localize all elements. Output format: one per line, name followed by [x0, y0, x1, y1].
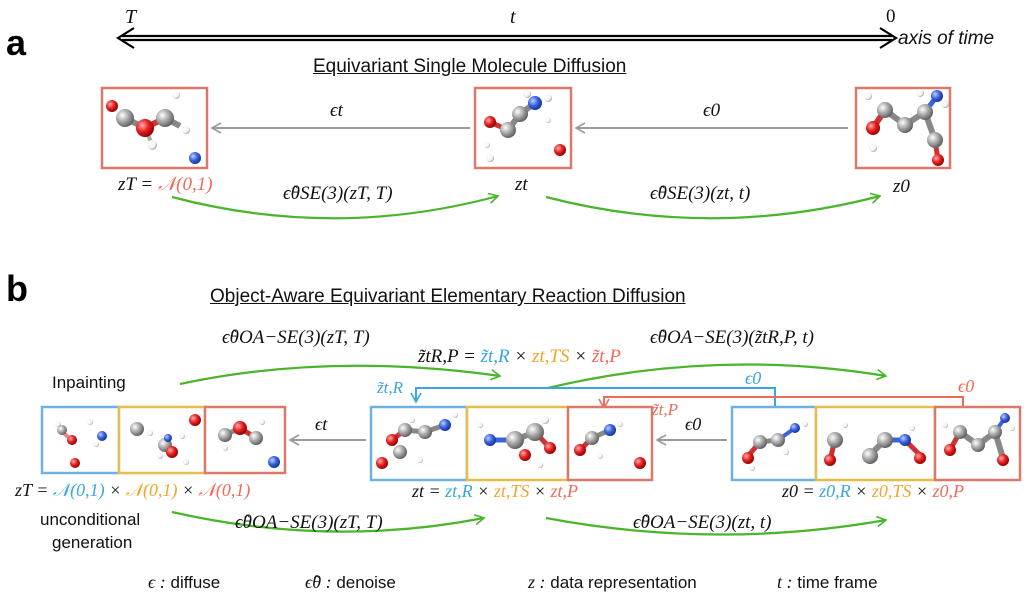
frame-a-zT: [100, 86, 209, 170]
molecule-b-zT-R: [55, 419, 107, 468]
denoise-arrow-b-top-2: [547, 363, 888, 390]
ztilde-TS: zt,TS: [531, 346, 570, 367]
z0-label-a: z0: [893, 176, 910, 197]
denoise-label-b-bot-1: ϵ̂θOA−SE(3)(zT, T): [235, 512, 383, 533]
times-8: ×: [915, 481, 928, 501]
times-5: ×: [477, 481, 490, 501]
eps0-gray-label-b: ϵ0: [685, 414, 702, 434]
legend-t-text: time frame: [797, 573, 878, 592]
ztilde-P-marker: z̃t,P: [652, 400, 678, 419]
molecule-b-zt-TS: [477, 416, 556, 468]
zT-N3: 𝒩(0,1): [198, 480, 251, 500]
eps0-blue-label: ϵ0: [745, 368, 762, 388]
legend-hat-text: denoise: [336, 573, 396, 592]
denoise-label-a-2: ϵ̂θSE(3)(zt, t): [650, 183, 751, 204]
zT-N2: 𝒩(0,1): [125, 480, 178, 500]
legend-time: t : time frame: [777, 572, 878, 593]
ztilde-R: z̃t,R: [480, 346, 510, 367]
legend-z-symbol: z :: [528, 572, 546, 592]
times-7: ×: [855, 481, 868, 501]
denoise-arrow-b-bot-2: [545, 515, 888, 536]
z0-R: z0,R: [819, 481, 851, 501]
panel-a-title: Equivariant Single Molecule Diffusion: [313, 56, 627, 77]
time-axis-arrow: [115, 27, 899, 49]
legend-t-symbol: t :: [777, 572, 793, 592]
panel-b-title: Object-Aware Equivariant Elementary Reac…: [210, 286, 686, 307]
zt-equation-b: zt = zt,R × zt,TS × zt,P: [412, 481, 578, 502]
denoise-arrow-b-bot-1: [171, 510, 486, 533]
inpaint-arrow-red: [598, 396, 964, 410]
denoise-arrow-a-2: [545, 192, 882, 220]
times-3: ×: [109, 480, 122, 500]
frame-b-zT-R: [40, 405, 121, 475]
molecule-b-z0-R: [742, 421, 808, 471]
z0-P: z0,P: [932, 481, 964, 501]
ztilde-equation: z̃tR,P = z̃t,R × zt,TS × z̃t,P: [418, 346, 621, 368]
denoise-label-a-1: ϵ̂θSE(3)(zT, T): [283, 183, 393, 204]
molecule-b-zt-R: [376, 412, 458, 469]
unconditional-label: unconditional: [40, 510, 141, 529]
zT-equation-b: zT = 𝒩(0,1) × 𝒩(0,1) × 𝒩(0,1): [15, 480, 250, 501]
time-label-t: t: [510, 6, 516, 28]
times-1: ×: [514, 346, 528, 367]
legend-eps-text: diffuse: [170, 573, 221, 592]
molecule-a-zt: [484, 90, 566, 162]
legend-eps-symbol: ϵ :: [148, 572, 166, 592]
z0-TS: z0,TS: [871, 481, 912, 501]
z0-equation-b: z0 = z0,R × z0,TS × z0,P: [782, 481, 964, 502]
inpainting-label: Inpainting: [52, 373, 126, 392]
zt-R: zt,R: [445, 481, 473, 501]
molecule-a-z0: [864, 89, 949, 166]
frame-b-zt-P: [566, 405, 654, 482]
time-label-T: T: [125, 6, 137, 28]
zT-N1: 𝒩(0,1): [52, 480, 105, 500]
panel-letter-a: a: [6, 22, 27, 63]
denoise-arrow-b-top-1: [179, 364, 502, 386]
molecule-b-zT-TS: [130, 414, 201, 465]
z0-prefix-b: z0 =: [782, 481, 820, 501]
times-4: ×: [181, 480, 195, 500]
molecule-b-z0-P: [942, 413, 1015, 466]
zT-label-a: zT = 𝒩(0,1): [118, 174, 213, 196]
times-2: ×: [574, 346, 588, 367]
zt-label-a: zt: [515, 174, 528, 195]
legend-hat-symbol: ϵ̂θ :: [305, 572, 332, 592]
time-label-0: 0: [886, 6, 896, 27]
denoise-label-b-top-2: ϵ̂θOA−SE(3)(z̃tR,P, t): [650, 327, 815, 348]
molecule-b-zT-P: [218, 419, 280, 468]
zt-TS: zt,TS: [493, 481, 530, 501]
ztilde-eq-prefix: z̃tR,P =: [418, 346, 476, 367]
panel-letter-b: b: [6, 268, 28, 309]
frame-b-zt-R: [369, 405, 469, 482]
legend-diffuse: ϵ : diffuse: [148, 572, 220, 593]
zt-prefix-b: zt =: [412, 481, 446, 501]
molecule-b-zt-P: [574, 421, 646, 469]
molecule-b-z0-TS: [824, 422, 926, 466]
zT-prefix-a: zT =: [118, 174, 158, 195]
denoise-label-b-bot-2: ϵ̂θOA−SE(3)(zt, t): [633, 512, 772, 533]
legend-denoise: ϵ̂θ : denoise: [305, 572, 396, 593]
axis-of-time-label: axis of time: [898, 28, 995, 49]
ztilde-R-marker: z̃t,R: [377, 378, 403, 397]
eps-t-label-b: ϵt: [315, 414, 328, 434]
eps-t-label-a: ϵt: [330, 100, 343, 121]
eps-0-label-a: ϵ0: [703, 100, 721, 121]
zT-prefix-b: zT =: [15, 480, 53, 500]
legend-data: z : data representation: [528, 572, 697, 593]
generation-label: generation: [52, 533, 133, 552]
legend-z-text: data representation: [550, 573, 697, 592]
molecule-a-zT: [106, 91, 201, 164]
denoise-label-b-top-1: ϵ̂θOA−SE(3)(zT, T): [222, 327, 370, 348]
eps0-red-label: ϵ0: [958, 376, 975, 396]
denoise-arrow-a-1: [171, 192, 500, 220]
times-6: ×: [533, 481, 547, 501]
zt-P: zt,P: [550, 481, 579, 501]
ztilde-P: z̃t,P: [591, 346, 621, 367]
zT-dist-a: 𝒩(0,1): [157, 174, 213, 195]
